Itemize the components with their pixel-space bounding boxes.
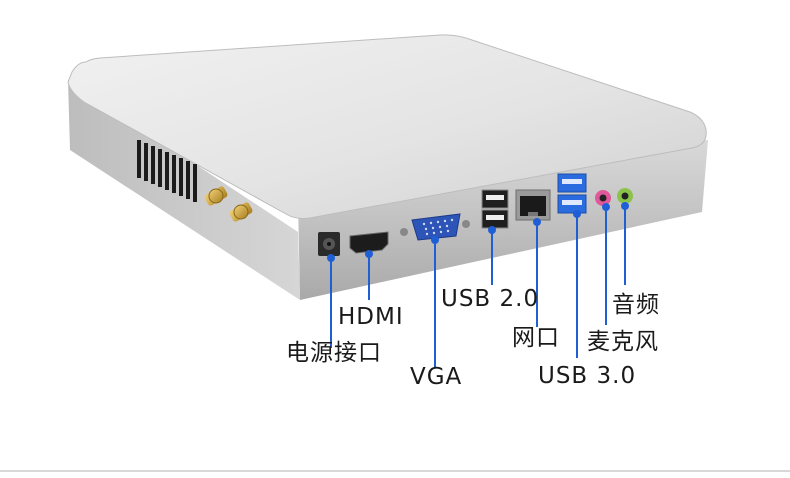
vga-label: VGA: [410, 364, 463, 390]
leader-line-power: [327, 254, 335, 348]
hdmi-label: HDMI: [338, 304, 404, 330]
lan-label: 网口: [512, 325, 560, 351]
power-label: 电源接口: [286, 340, 382, 366]
leader-line-hdmi: [365, 250, 373, 300]
antenna-connector-2: [229, 202, 253, 222]
antenna-connector-1: [204, 186, 228, 206]
hdmi-port: [349, 231, 389, 254]
audio-label: 音频: [612, 292, 660, 318]
leader-line-vga: [431, 236, 439, 368]
leader-line-audio: [621, 202, 629, 285]
usb2-ports: [481, 189, 509, 229]
case-left-side: [68, 80, 300, 300]
mic-label: 麦克风: [587, 329, 659, 355]
usb2-label: USB 2.0: [441, 286, 540, 312]
audio-jack: [617, 188, 633, 204]
case-top: [67, 34, 707, 219]
leader-line-usb3: [573, 210, 581, 358]
usb3-label: USB 3.0: [538, 363, 637, 389]
lan-port: [515, 189, 551, 221]
vga-port: [400, 213, 470, 241]
mic-jack: [595, 190, 611, 206]
bottom-divider: [0, 470, 790, 472]
vent-grille: [137, 140, 197, 202]
power-port: [318, 232, 340, 256]
leader-line-lan: [533, 218, 541, 327]
leader-line-mic: [602, 203, 610, 325]
usb3-ports: [557, 173, 587, 214]
leader-line-usb2: [488, 226, 496, 285]
